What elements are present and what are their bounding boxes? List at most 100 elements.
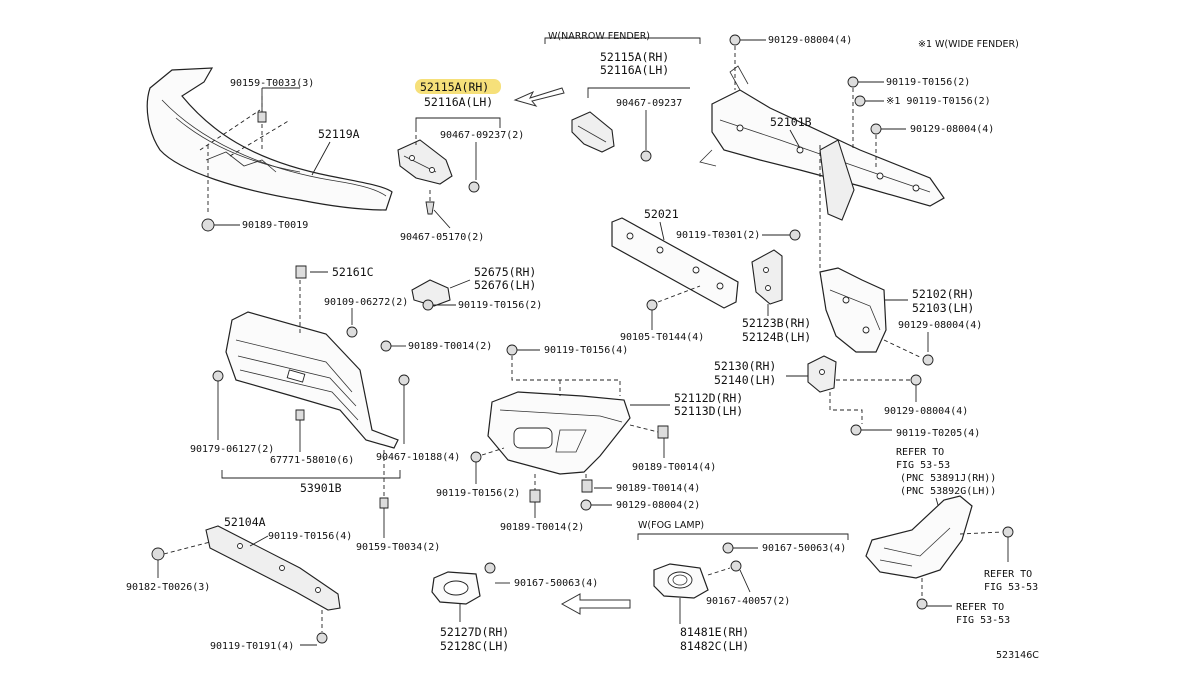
label-90119-T0191: 90119-T0191(4) xyxy=(210,641,294,652)
label-90179-06127: 90179-06127(2) xyxy=(190,444,274,455)
label-90119-T0156-2b: 90119-T0156(2) xyxy=(436,488,520,499)
clip-90467-10188[interactable] xyxy=(398,374,410,386)
dash-lead xyxy=(829,392,863,424)
bolt-refer-bottom[interactable] xyxy=(916,598,928,610)
label-90129-08004-2: 90129-08004(2) xyxy=(616,500,700,511)
label-90159-T0033: 90159-T0033(3) xyxy=(230,78,314,89)
label-90189-T0014-4b: 90189-T0014(4) xyxy=(616,483,700,494)
clip-90189-T0014-bumper[interactable] xyxy=(657,425,669,439)
dash-lead xyxy=(481,447,505,456)
label-refer-right-1: REFER TO xyxy=(984,569,1032,580)
clip-90159-T0034[interactable] xyxy=(379,497,389,509)
label-52127D-rh: 52127D(RH) xyxy=(440,625,509,639)
bolt-90129-08004-top[interactable] xyxy=(729,34,741,46)
bolt-90129-08004-low[interactable] xyxy=(910,374,922,386)
label-52161C: 52161C xyxy=(332,265,374,279)
label-52103-lh: 52103(LH) xyxy=(912,301,974,315)
label-nf-52116A: 52116A(LH) xyxy=(600,63,669,77)
label-90467-10188: 90467-10188(4) xyxy=(376,452,460,463)
clip-90467-05170[interactable] xyxy=(425,201,435,215)
dash-lead xyxy=(707,567,731,576)
clip-67771-58010[interactable] xyxy=(295,409,305,421)
leader xyxy=(311,141,331,176)
label-52116A-lh: 52116A(LH) xyxy=(424,95,493,109)
label-90109-06272: 90109-06272(2) xyxy=(324,297,408,308)
bracket-nf-52115A[interactable] xyxy=(571,111,615,153)
bolt-wf-90119-T0156[interactable] xyxy=(854,95,866,107)
nf-bracket-lead xyxy=(587,87,690,98)
bolt-90129-08004-right[interactable] xyxy=(870,123,882,135)
bracket-52123B[interactable] xyxy=(751,249,783,305)
screw-90167-50063[interactable] xyxy=(722,542,734,554)
label-90119-T0156-4: 90119-T0156(4) xyxy=(544,345,628,356)
extension-52675[interactable] xyxy=(411,279,451,307)
bolt-90119-T0205[interactable] xyxy=(850,424,862,436)
reinforcement-52104A[interactable] xyxy=(205,525,341,611)
clip-90189-T0019[interactable] xyxy=(201,218,215,232)
label-90119-T0156-top: 90119-T0156(2) xyxy=(886,77,970,88)
bolt-refer-right[interactable] xyxy=(1002,526,1014,538)
clip-90189-T0014-2c[interactable] xyxy=(529,489,541,503)
bracket-52130[interactable] xyxy=(807,355,837,393)
label-90129-08004-low: 90129-08004(4) xyxy=(884,406,968,417)
label-nf-90467-09237: 90467-09237 xyxy=(616,98,682,109)
bolt-90119-T0156-4[interactable] xyxy=(506,344,518,356)
label-52113D-lh: 52113D(LH) xyxy=(674,404,743,418)
bolt-90119-T0156-top[interactable] xyxy=(847,76,859,88)
mudguard-bracket[interactable] xyxy=(865,495,973,579)
screw-nf-90467[interactable] xyxy=(640,150,652,162)
grille-53901B[interactable] xyxy=(225,311,399,449)
label-90119-T0156-mid: 90119-T0156(2) xyxy=(458,300,542,311)
screw-90109-06272[interactable] xyxy=(346,326,358,338)
bolt-90119-T0156-mid[interactable] xyxy=(422,299,434,311)
bolt-90105-T0144[interactable] xyxy=(646,299,658,311)
label-52675-rh: 52675(RH) xyxy=(474,265,536,279)
arrow-narrow-fender xyxy=(513,87,565,107)
label-90467-05170: 90467-05170(2) xyxy=(400,232,484,243)
label-refer-right-2: REFER TO xyxy=(956,602,1004,613)
fog-lamp-81481E[interactable] xyxy=(653,563,709,599)
bolt-90119-T0301[interactable] xyxy=(789,229,801,241)
label-90189-T0019: 90189-T0019 xyxy=(242,220,308,231)
bolt-90119-T0156-2b[interactable] xyxy=(470,451,482,463)
clip-90189-T0014-4b[interactable] xyxy=(581,479,593,493)
fog-cover-52127D[interactable] xyxy=(431,571,481,605)
dash-lead xyxy=(511,356,621,396)
clip-90179-06127[interactable] xyxy=(212,370,224,382)
highlight-52115A xyxy=(415,79,501,94)
leader xyxy=(659,221,665,241)
fog-lamp-note: W(FOG LAMP) xyxy=(638,520,704,531)
label-90189-T0014-2c: 90189-T0014(2) xyxy=(500,522,584,533)
clip-90189-T0014-grille[interactable] xyxy=(380,340,392,352)
bracket-52102[interactable] xyxy=(819,267,887,353)
label-90167-40057: 90167-40057(2) xyxy=(706,596,790,607)
grille-group-bracket xyxy=(221,470,401,479)
screw-90167-40057[interactable] xyxy=(730,560,742,572)
nut-90182-T0026[interactable] xyxy=(151,547,165,561)
label-52128C-lh: 52128C(LH) xyxy=(440,639,509,653)
narrow-fender-note: W(NARROW FENDER) xyxy=(548,31,650,42)
dash-lead xyxy=(229,119,291,157)
screw-90167-50063-b[interactable] xyxy=(484,562,496,574)
bolt-90129-08004-mid[interactable] xyxy=(922,354,934,366)
dash-lead xyxy=(163,541,211,555)
bracket-lead xyxy=(415,117,501,128)
leader xyxy=(249,535,269,547)
label-90119-T0205: 90119-T0205(4) xyxy=(896,428,980,439)
wide-fender-note: ※1 W(WIDE FENDER) xyxy=(918,39,1019,50)
bumper-side-52112D[interactable] xyxy=(487,391,631,475)
label-90119-T0301: 90119-T0301(2) xyxy=(676,230,760,241)
clip-52161C[interactable] xyxy=(295,265,307,279)
bracket-52115A[interactable] xyxy=(397,139,453,185)
clip-90159-T0033[interactable] xyxy=(257,111,267,123)
label-90129-08004-right: 90129-08004(4) xyxy=(910,124,994,135)
plate-bracket-52021[interactable] xyxy=(611,217,739,309)
label-52115A-rh[interactable]: 52115A(RH) xyxy=(420,80,489,94)
bolt-90119-T0191[interactable] xyxy=(316,632,328,644)
bolt-90129-08004-2[interactable] xyxy=(580,499,592,511)
label-52123B-rh: 52123B(RH) xyxy=(742,316,811,330)
screw-90467-09237[interactable] xyxy=(468,181,480,193)
radiator-support-52101B[interactable] xyxy=(699,65,945,221)
label-refer-top-2: FIG 53-53 xyxy=(896,460,950,471)
label-90129-08004-mid: 90129-08004(4) xyxy=(898,320,982,331)
